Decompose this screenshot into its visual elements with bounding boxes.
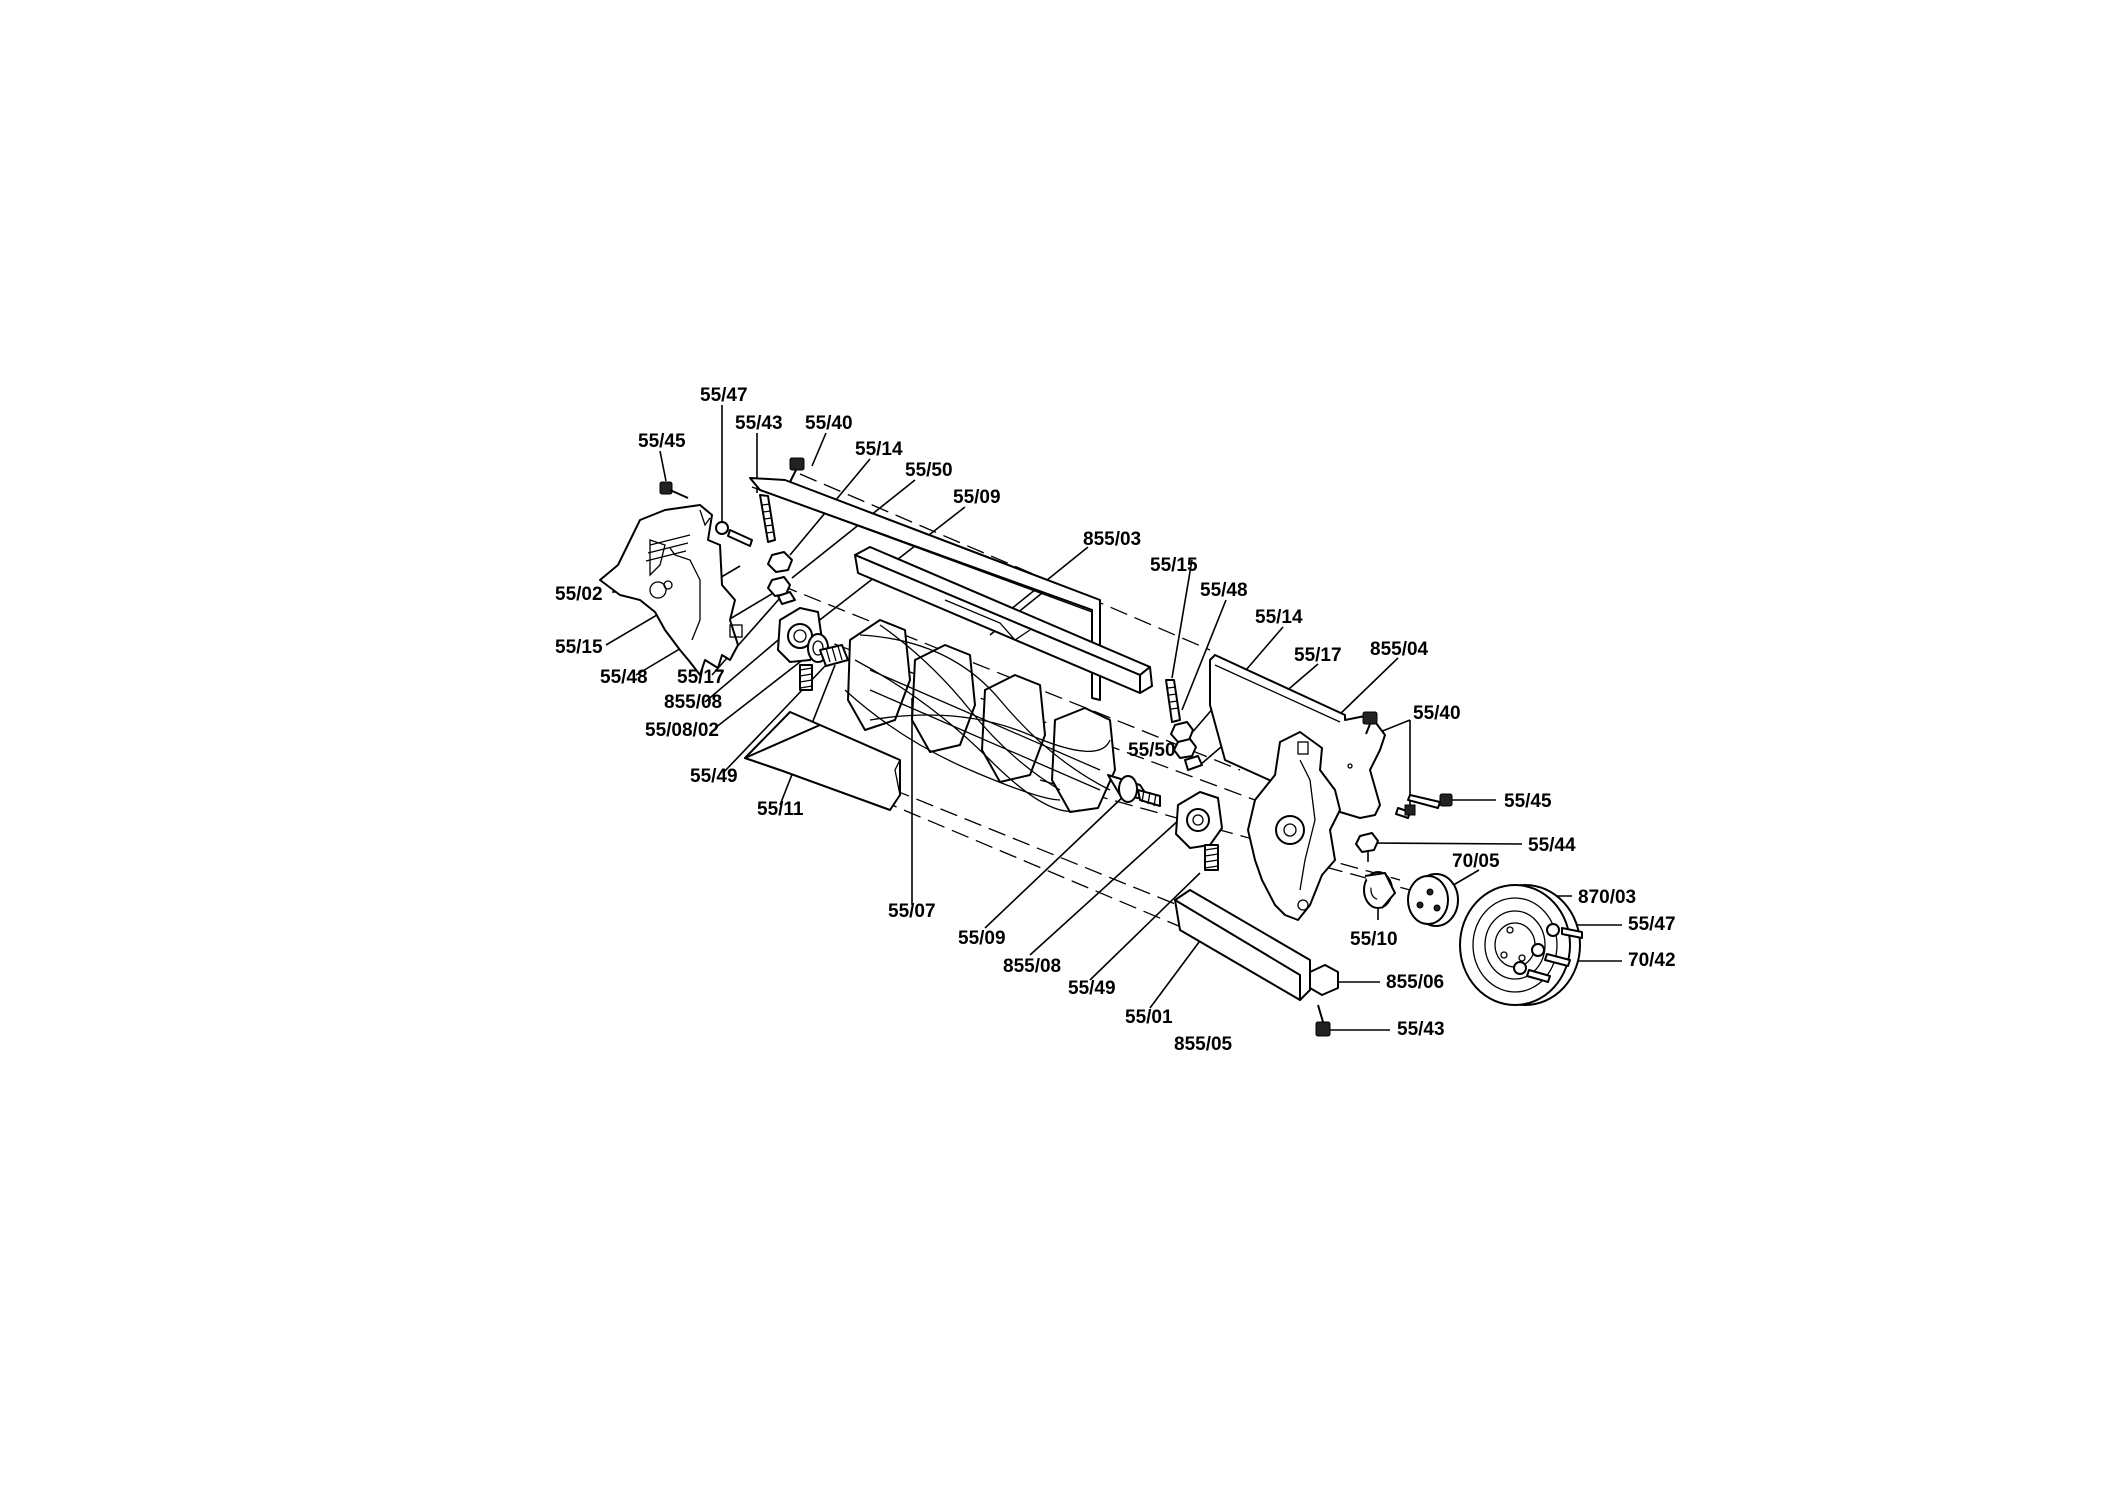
label-55-14-right: 55/14 xyxy=(1255,607,1303,628)
right-bearing-housing xyxy=(1175,791,1223,871)
label-855-08-bottom: 855/08 xyxy=(1003,956,1061,977)
label-55-40-right: 55/40 xyxy=(1413,703,1461,724)
label-70-05: 70/05 xyxy=(1452,851,1500,872)
label-55-15-right: 55/15 xyxy=(1150,555,1198,576)
label-855-04: 855/04 xyxy=(1370,639,1429,660)
label-55-50-right: 55/50 xyxy=(1128,740,1176,761)
label-55-17-right: 55/17 xyxy=(1294,645,1342,666)
leader-lines xyxy=(605,405,1622,1031)
washer-55-47-right-icon xyxy=(1546,923,1560,937)
label-55-48-left: 55/48 xyxy=(600,667,648,688)
bolt-55-43-bottom-icon xyxy=(1315,1021,1331,1037)
washer-55-47-left-icon xyxy=(715,521,729,535)
label-70-42: 70/42 xyxy=(1628,950,1676,971)
nut-55-14-left-icon xyxy=(767,551,793,573)
label-55-11: 55/11 xyxy=(757,799,804,820)
label-55-02: 55/02 xyxy=(555,584,603,605)
bolt-55-45-right-icon xyxy=(1407,794,1441,809)
label-55-50-top: 55/50 xyxy=(905,460,953,481)
label-55-47-right: 55/47 xyxy=(1628,914,1676,935)
left-fasteners xyxy=(659,457,805,605)
part-labels: 55/47 55/43 55/40 55/45 55/14 55/50 55/0… xyxy=(555,385,1676,1055)
label-55-44: 55/44 xyxy=(1528,835,1576,856)
label-55-09-bottom: 55/09 xyxy=(958,928,1006,949)
label-55-45-right: 55/45 xyxy=(1504,791,1552,812)
nut-55-44-icon xyxy=(1355,832,1379,853)
label-55-47-top: 55/47 xyxy=(700,385,748,406)
label-55-08-02: 55/08/02 xyxy=(645,720,719,741)
label-55-48-right: 55/48 xyxy=(1200,580,1248,601)
label-855-08-left: 855/08 xyxy=(664,692,722,713)
left-bottom-blade xyxy=(744,711,901,811)
top-plate-left xyxy=(749,477,1101,701)
label-55-49-bottom: 55/49 xyxy=(1068,978,1116,999)
label-55-49-left: 55/49 xyxy=(690,766,738,787)
right-bottom-blade xyxy=(1174,889,1339,1037)
label-55-10: 55/10 xyxy=(1350,929,1398,950)
label-870-03: 870/03 xyxy=(1578,887,1636,908)
label-55-43-top: 55/43 xyxy=(735,413,783,434)
square-bar-855-03 xyxy=(854,546,1153,694)
left-bearing-housing xyxy=(777,607,829,691)
left-side-plate xyxy=(599,504,743,676)
label-855-06: 855/06 xyxy=(1386,972,1444,993)
right-side-plate xyxy=(1247,731,1341,921)
label-855-03: 855/03 xyxy=(1083,529,1141,550)
block-855-06-icon xyxy=(1309,964,1339,996)
label-55-40-top: 55/40 xyxy=(805,413,853,434)
label-55-07: 55/07 xyxy=(888,901,936,922)
cutting-cylinder xyxy=(819,619,1161,813)
label-55-17-left: 55/17 xyxy=(677,667,725,688)
pulley-fasteners xyxy=(1513,923,1583,983)
bolt-55-40-right-icon xyxy=(1362,711,1378,725)
label-55-15-left: 55/15 xyxy=(555,637,603,658)
bolt-55-40-left-icon xyxy=(789,457,805,471)
label-55-14-top: 55/14 xyxy=(855,439,903,460)
label-55-01: 55/01 xyxy=(1125,1007,1173,1028)
bolt-70-42-icon xyxy=(1544,953,1571,967)
label-55-09-top: 55/09 xyxy=(953,487,1001,508)
bolt-55-45-left-icon xyxy=(659,481,673,495)
right-fasteners xyxy=(1165,679,1453,853)
label-55-43-bottom: 55/43 xyxy=(1397,1019,1445,1040)
label-55-45-top: 55/45 xyxy=(638,431,686,452)
label-855-05: 855/05 xyxy=(1174,1034,1233,1055)
